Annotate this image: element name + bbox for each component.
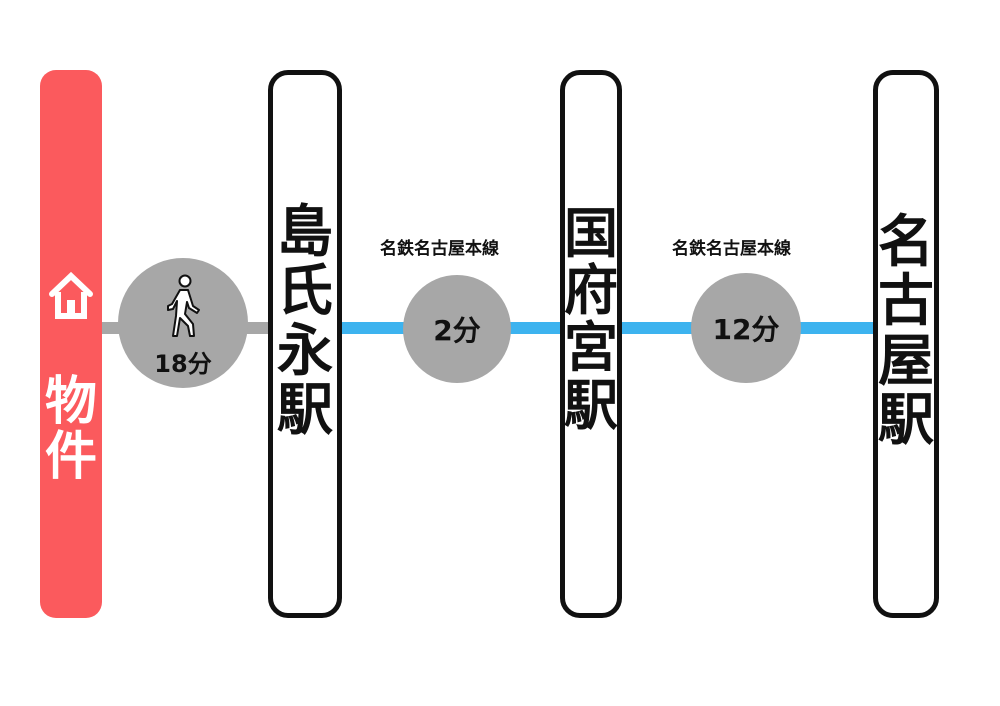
station-konomiya: 国 府 宮 駅 [560, 70, 622, 618]
home-icon [49, 271, 93, 319]
station-char: 国 [564, 202, 618, 265]
line-name-2: 名鉄名古屋本線 [672, 239, 791, 259]
station-char: 古 [878, 269, 934, 335]
property-bar: 物 件 [40, 70, 102, 618]
property-char: 物 [44, 372, 97, 432]
station-char: 屋 [878, 328, 934, 394]
station-name: 島 氏 永 駅 [273, 200, 337, 444]
station-char: 島 [277, 200, 333, 265]
station-nagoya: 名 古 屋 駅 [873, 70, 939, 618]
station-char: 駅 [878, 388, 934, 454]
station-char: 駅 [277, 378, 333, 444]
station-char: 宮 [564, 316, 618, 380]
property-char: 件 [44, 427, 97, 488]
station-char: 永 [277, 318, 333, 384]
walk-time-badge: 18分 [118, 258, 248, 388]
station-char: 名 [878, 210, 934, 275]
station-char: 氏 [277, 259, 333, 325]
line-name-1: 名鉄名古屋本線 [380, 239, 499, 259]
station-char: 駅 [564, 373, 618, 437]
walking-person-icon [167, 274, 200, 337]
travel-time-badge-2: 12分 [691, 273, 801, 383]
walk-time: 18分 [154, 349, 212, 378]
station-name: 国 府 宮 駅 [564, 202, 618, 437]
travel-time: 12分 [712, 313, 780, 346]
property-label: 物 件 [40, 372, 102, 488]
travel-time: 2分 [433, 314, 481, 347]
station-shimauji-nagae: 島 氏 永 駅 [268, 70, 342, 618]
station-name: 名 古 屋 駅 [878, 210, 934, 454]
station-char: 府 [564, 259, 618, 323]
travel-time-badge-1: 2分 [403, 275, 511, 383]
